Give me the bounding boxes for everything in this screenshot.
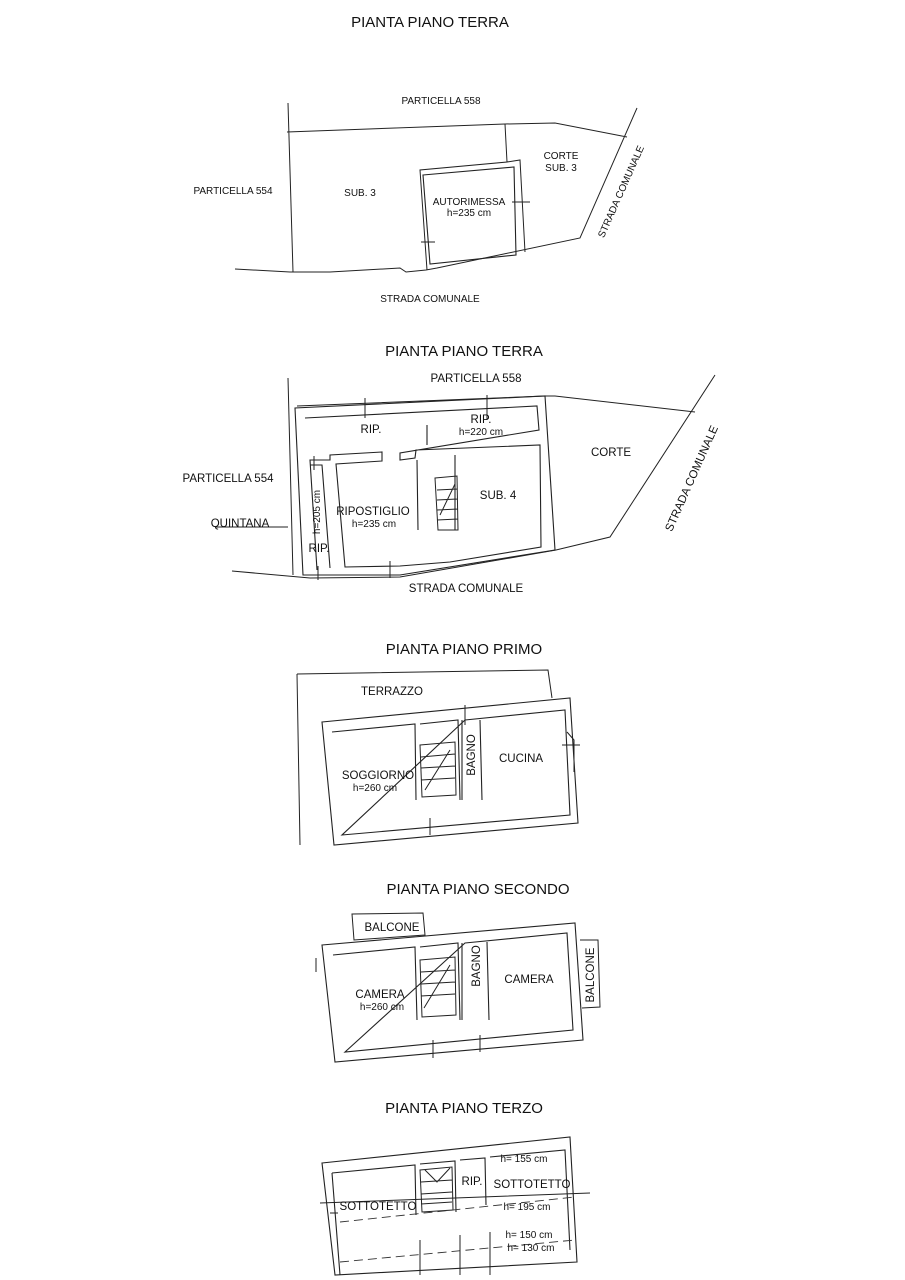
room-bagno: BAGNO [471,945,483,987]
height-label: h= 150 cm [506,1230,553,1241]
plan-outline [234,102,638,273]
label-quintana: QUINTANA [211,518,270,530]
label-west: PARTICELLA 554 [183,473,275,485]
plan-title: PIANTA PIANO TERZO [385,1100,543,1117]
room-bagno: BAGNO [466,734,478,776]
height-label: h= 195 cm [504,1202,551,1213]
plan-title: PIANTA PIANO TERRA [351,14,509,31]
plan-outline [315,912,601,1063]
plan-outline [215,374,716,580]
label-north: PARTICELLA 558 [431,373,522,385]
room-sottotetto: SOTTOTETTO [494,1179,571,1191]
room-camera: CAMERA [355,989,405,1001]
label-corte: CORTE [544,151,579,162]
plan-outline [296,669,580,846]
room-height: h=260 cm [360,1002,404,1013]
label-terrazzo: TERRAZZO [361,686,423,698]
room-height: h=260 cm [353,783,397,794]
room-sub: SUB. 4 [480,490,517,502]
room-soggiorno: SOGGIORNO [342,770,414,782]
room-height: h=235 cm [352,519,396,530]
label-north: PARTICELLA 558 [401,96,481,107]
plan-ground-floor-garage: PIANTA PIANO TERRA PARTICELLA 558 PARTIC… [193,14,647,305]
label-corte-sub: SUB. 3 [545,163,577,174]
label-west: PARTICELLA 554 [193,186,273,197]
room-height: h=235 cm [447,208,491,219]
room-rip: RIP. [462,1176,483,1188]
plan-third-floor: PIANTA PIANO TERZO SOTTOTETTO RIP. SOTTO… [319,1100,591,1276]
room-rip: RIP. [309,543,330,555]
plan-outline [319,1136,591,1276]
room-height: h=220 cm [459,427,503,438]
room-autorimessa: AUTORIMESSA [433,197,506,208]
room-camera: CAMERA [504,974,554,986]
plan-ground-floor: PIANTA PIANO TERRA PARTICELLA 558 PARTIC… [183,343,722,595]
room-cucina: CUCINA [499,753,543,765]
height-label: h= 130 cm [508,1243,555,1254]
label-sub: SUB. 3 [344,188,376,199]
plan-title: PIANTA PIANO PRIMO [386,641,542,658]
height-label: h= 155 cm [501,1154,548,1165]
label-south: STRADA COMUNALE [409,583,524,595]
room-rip: RIP. [361,424,382,436]
label-corte: CORTE [591,447,631,459]
room-rip: RIP. [471,414,492,426]
label-east: STRADA COMUNALE [596,144,647,240]
label-south: STRADA COMUNALE [380,294,480,305]
plan-title: PIANTA PIANO TERRA [385,343,543,360]
label-balcone: BALCONE [365,922,420,934]
plan-title: PIANTA PIANO SECONDO [386,881,569,898]
room-height: h=205 cm [312,490,323,534]
room-sottotetto: SOTTOTETTO [340,1201,417,1213]
room-ripostiglio: RIPOSTIGLIO [336,506,410,518]
plan-first-floor: PIANTA PIANO PRIMO TERRAZZO SOGGIORNO h=… [296,641,580,846]
plan-second-floor: PIANTA PIANO SECONDO BALCONE CAMERA h=26… [315,881,601,1063]
label-balcone: BALCONE [585,947,597,1002]
